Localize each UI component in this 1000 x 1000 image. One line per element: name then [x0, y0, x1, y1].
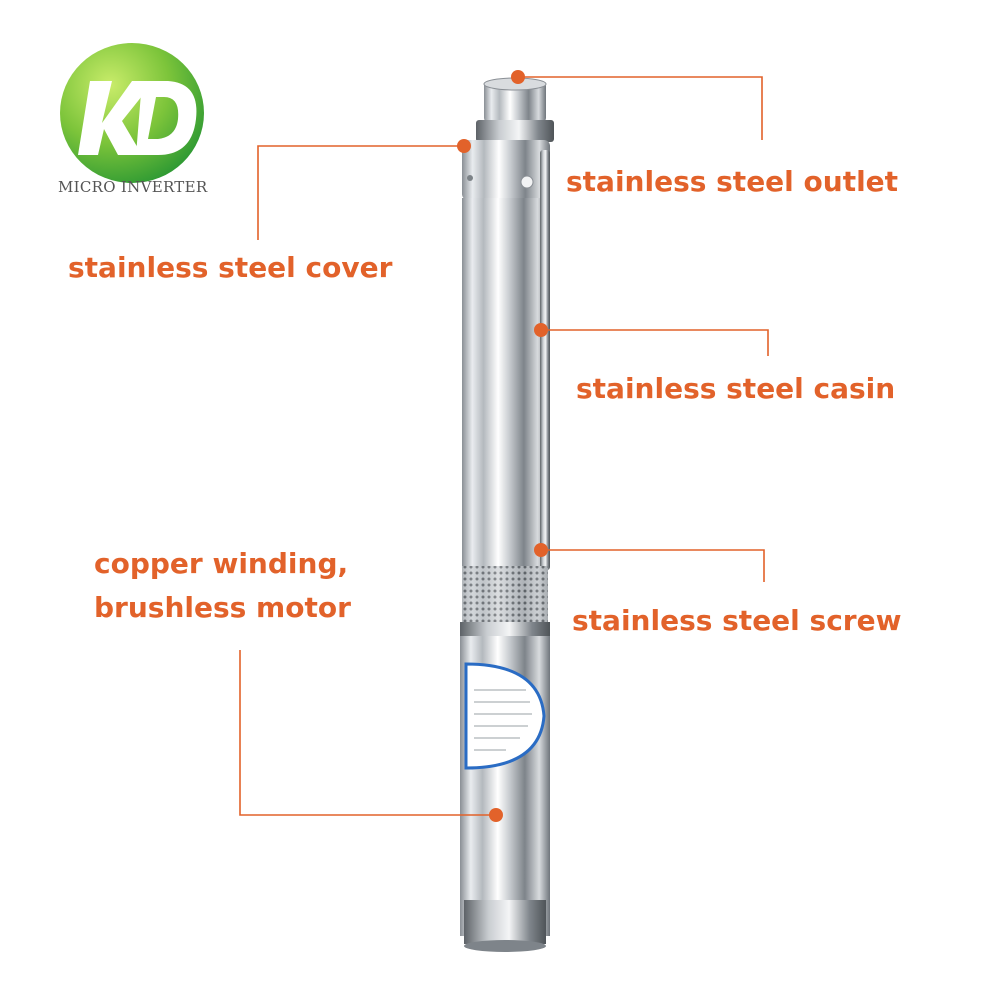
- callout-dot-cover: [457, 139, 471, 153]
- callout-dots: [457, 70, 548, 822]
- callout-line-motor: [239, 650, 496, 816]
- label-motor-line1: copper winding,: [94, 547, 349, 580]
- inlet-screen: [460, 566, 550, 663]
- label-motor-line2: brushless motor: [94, 591, 351, 624]
- motor-part: [460, 636, 550, 952]
- callout-dot-screw: [534, 543, 548, 557]
- callout-line-screw: [541, 549, 765, 582]
- callout-dot-casin: [534, 323, 548, 337]
- cover-part: [462, 140, 550, 200]
- casing-part: [462, 150, 550, 570]
- kd-logo-mark: [60, 43, 204, 183]
- label-stainless-steel-cover: stainless steel cover: [68, 251, 393, 284]
- callout-dot-motor: [489, 808, 503, 822]
- callout-dot-outlet: [511, 70, 525, 84]
- callout-line-cover: [257, 145, 464, 240]
- outlet-part: [476, 77, 554, 142]
- kd-logo: [50, 35, 220, 205]
- callout-line-outlet: [518, 76, 763, 140]
- callout-lines: [239, 76, 769, 816]
- label-stainless-steel-outlet: stainless steel outlet: [566, 165, 899, 198]
- label-stainless-steel-casin: stainless steel casin: [576, 372, 896, 405]
- callout-line-casin: [541, 329, 769, 356]
- label-copper-winding-motor: copper winding, brushless motor: [94, 542, 351, 630]
- logo-tagline: MICRO INVERTER: [58, 178, 208, 196]
- label-stainless-steel-screw: stainless steel screw: [572, 604, 902, 637]
